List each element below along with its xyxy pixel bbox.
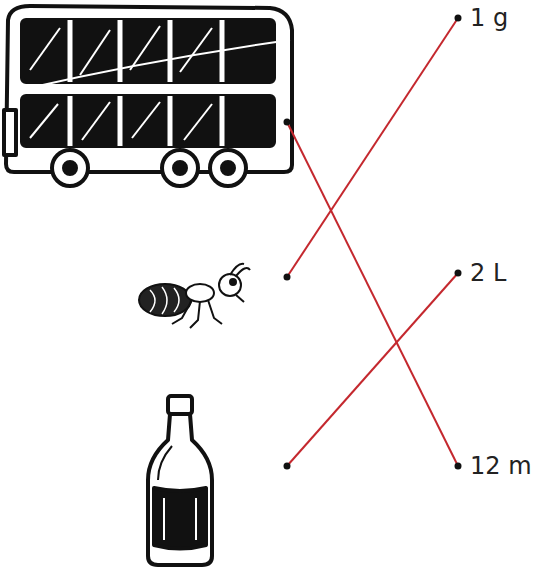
bus-illustration	[4, 6, 292, 186]
quantity-label: 2 L	[470, 259, 506, 287]
endpoint-dot	[284, 15, 462, 470]
ant-illustration	[139, 264, 250, 328]
quantity-label: 12 m	[470, 452, 532, 480]
quantity-label: 1 g	[470, 4, 508, 32]
matching-line	[287, 18, 458, 466]
bottle-illustration	[148, 396, 212, 565]
